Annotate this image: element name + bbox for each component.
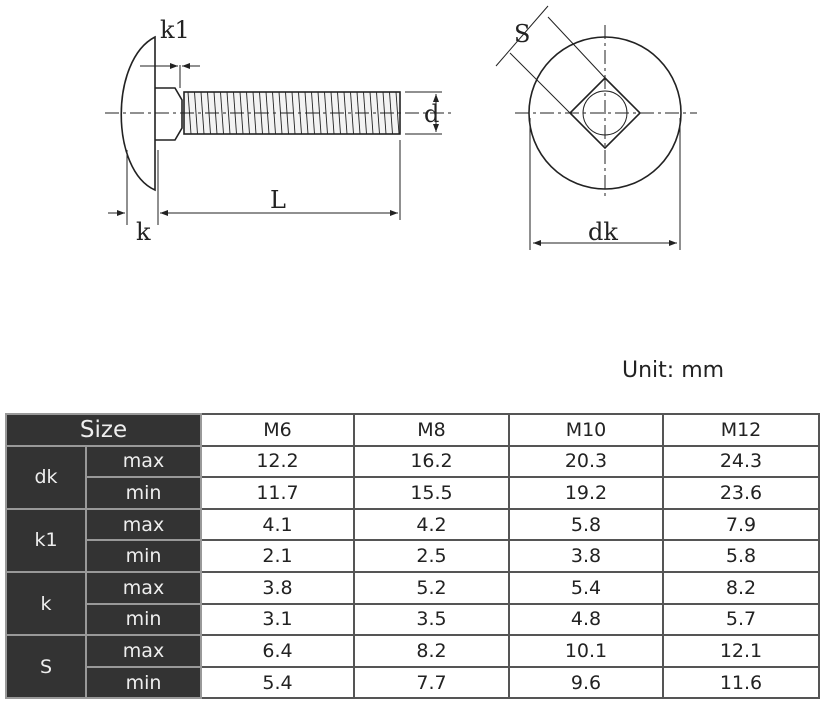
thread-line (376, 91, 380, 135)
value-cell: 8.2 (353, 634, 510, 668)
value-cell: 15.5 (353, 476, 510, 510)
thread-line (369, 91, 374, 135)
value-cell: 5.7 (662, 602, 820, 637)
value-cell: 12.1 (662, 634, 820, 668)
value-cell: 7.7 (353, 665, 510, 700)
size-col: M8 (353, 413, 510, 447)
label-dk: dk (588, 218, 618, 246)
value-cell: 4.8 (508, 602, 664, 637)
size-header: Size (5, 413, 202, 447)
limit-label: max (85, 507, 202, 542)
value-cell: 7.9 (662, 507, 820, 542)
size-col: M12 (662, 413, 820, 447)
carriage-bolt-drawing: k1 d L k S dk (105, 5, 697, 250)
limit-label: min (85, 539, 202, 573)
value-cell: 4.2 (353, 507, 510, 542)
value-cell: 2.5 (353, 539, 510, 573)
value-cell: 9.6 (508, 665, 664, 700)
thread-line (252, 91, 257, 135)
limit-label: max (85, 634, 202, 668)
value-cell: 3.1 (200, 602, 355, 637)
limit-label: min (85, 476, 202, 510)
thread-line (194, 91, 198, 135)
label-S: S (514, 20, 530, 48)
thread-line (343, 91, 348, 135)
square-neck (155, 87, 183, 141)
size-col: M10 (508, 413, 664, 447)
value-cell: 6.4 (200, 634, 355, 668)
value-cell: 8.2 (662, 570, 820, 605)
limit-label: min (85, 602, 202, 637)
square-recess (568, 76, 642, 150)
thread-line (220, 91, 224, 135)
value-cell: 12.2 (200, 444, 355, 479)
value-cell: 11.6 (662, 665, 820, 700)
value-cell: 10.1 (508, 634, 664, 668)
label-d: d (424, 100, 439, 128)
value-cell: 19.2 (508, 476, 664, 510)
param-name: k (5, 570, 87, 637)
header-row: Size M6 M8 M10 M12 (5, 413, 820, 447)
side-view (105, 35, 455, 225)
unit-label: Unit: mm (622, 358, 725, 383)
value-cell: 5.4 (200, 665, 355, 700)
param-name: S (5, 634, 87, 700)
value-cell: 16.2 (353, 444, 510, 479)
value-cell: 24.3 (662, 444, 820, 479)
thread-line (395, 91, 400, 135)
limit-label: min (85, 665, 202, 700)
value-cell: 3.8 (508, 539, 664, 573)
bolt-head (120, 35, 156, 192)
value-cell: 5.4 (508, 570, 664, 605)
top-view (495, 5, 697, 250)
value-cell: 5.2 (353, 570, 510, 605)
size-col: M6 (200, 413, 355, 447)
label-k: k (136, 218, 151, 246)
value-cell: 4.1 (200, 507, 355, 542)
extension-line (547, 16, 606, 79)
extension-line (509, 52, 571, 114)
value-cell: 3.8 (200, 570, 355, 605)
value-cell: 23.6 (662, 476, 820, 510)
label-k1: k1 (160, 16, 190, 44)
thread-line (226, 91, 231, 135)
limit-label: max (85, 444, 202, 479)
param-name: k1 (5, 507, 87, 573)
limit-label: max (85, 570, 202, 605)
thread-line (200, 91, 205, 135)
value-cell: 5.8 (508, 507, 664, 542)
value-cell: 5.8 (662, 539, 820, 573)
value-cell: 20.3 (508, 444, 664, 479)
thread-line (350, 91, 354, 135)
value-cell: 2.1 (200, 539, 355, 573)
value-cell: 3.5 (353, 602, 510, 637)
label-L: L (270, 186, 286, 214)
param-name: dk (5, 444, 87, 510)
thread-line (317, 91, 322, 135)
dimension-line-S (495, 5, 549, 67)
value-cell: 11.7 (200, 476, 355, 510)
